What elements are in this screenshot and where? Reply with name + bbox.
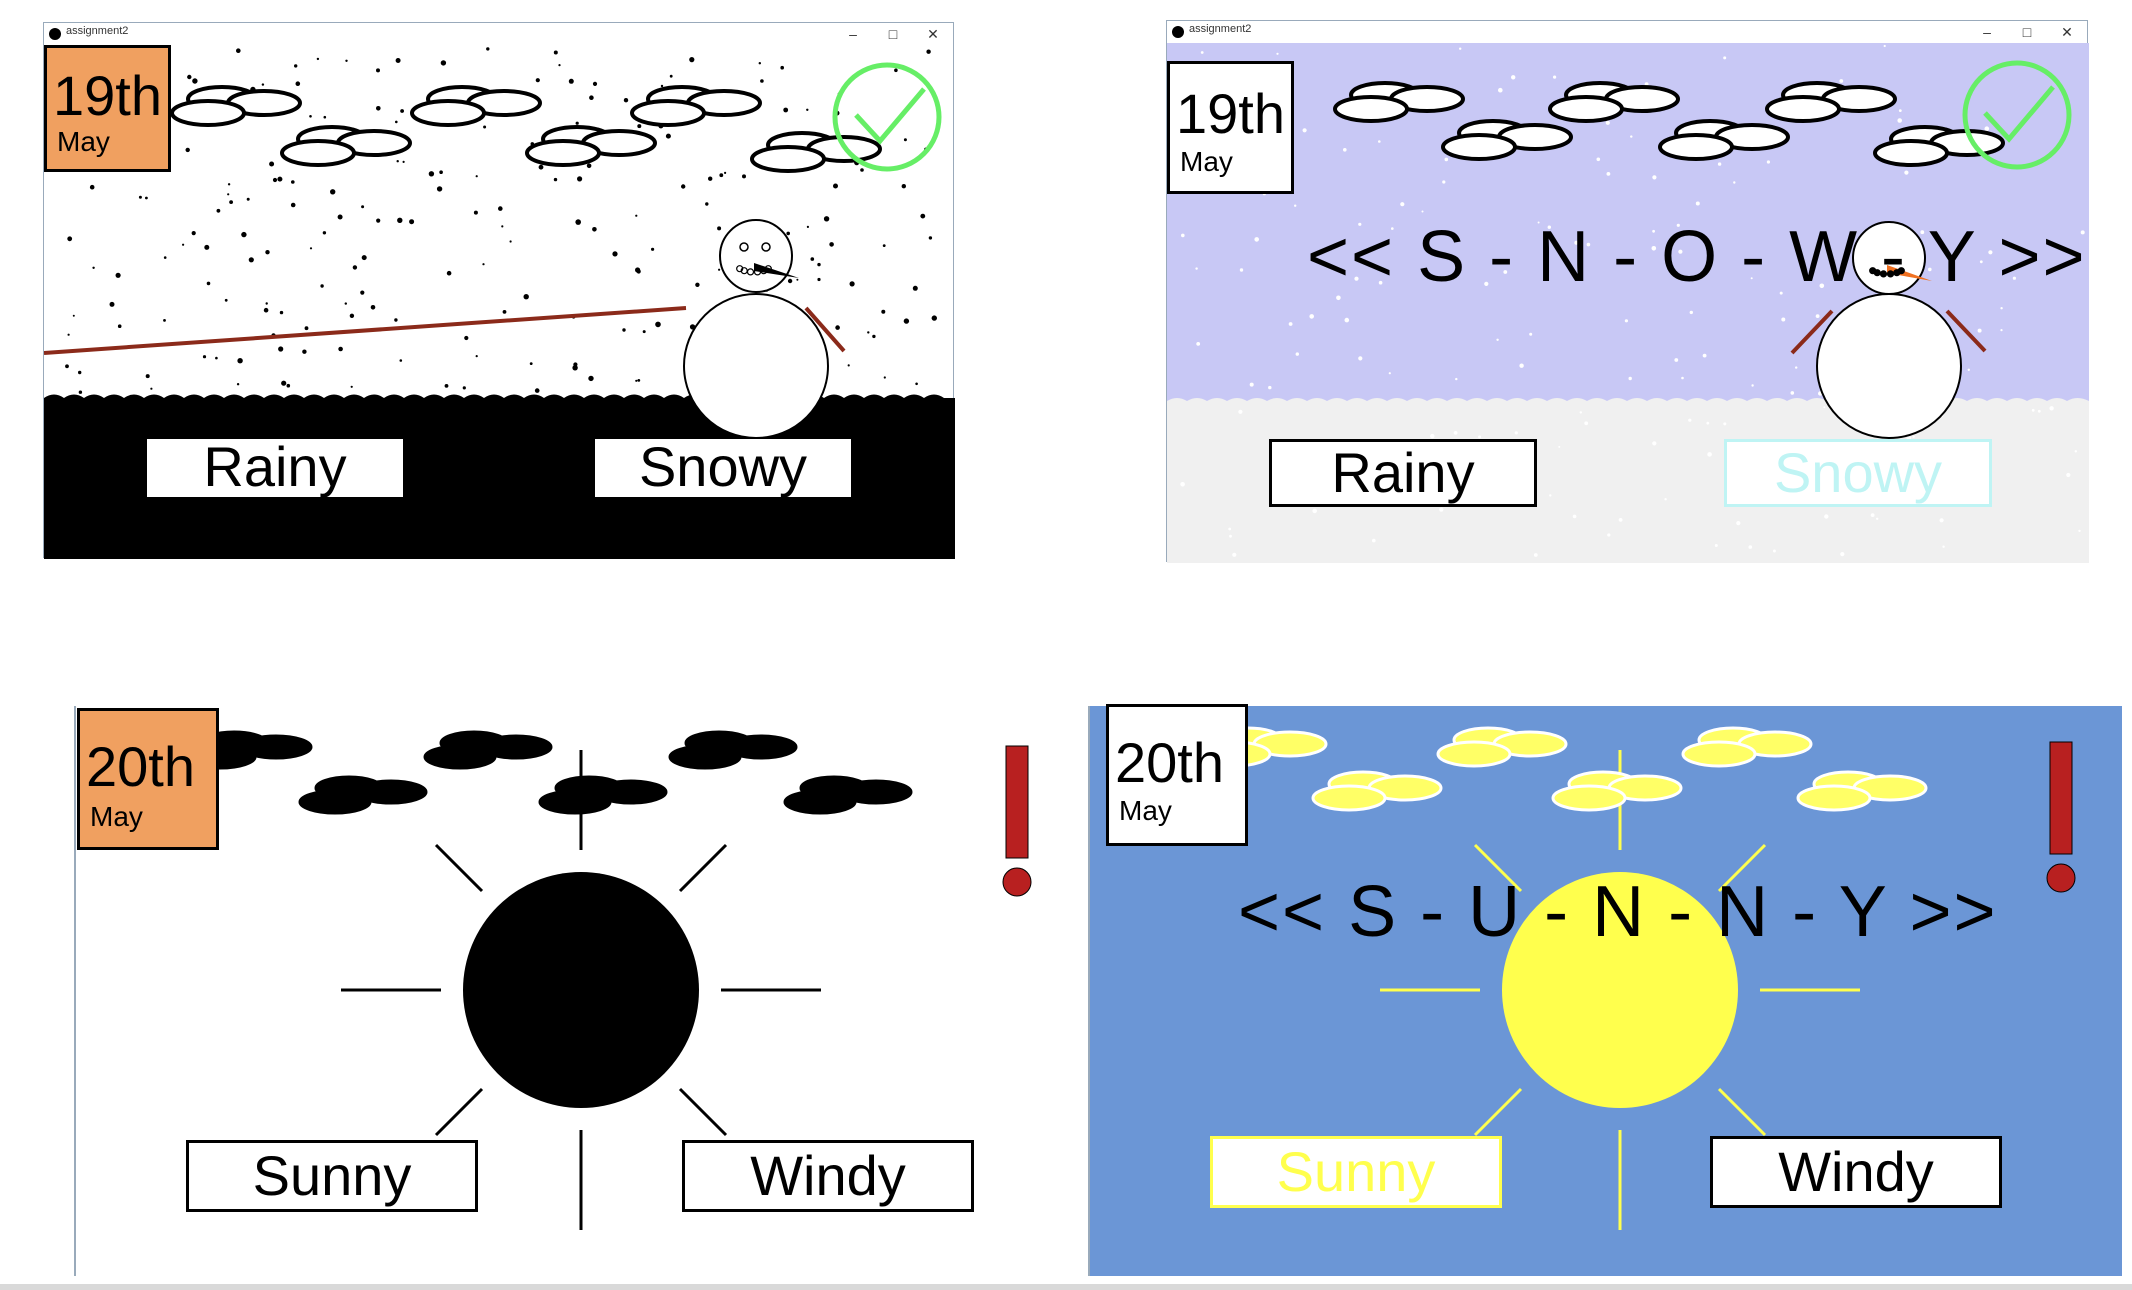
clouds: [183, 730, 913, 815]
weather-window-sunny-colour: 20th May << S - U - N - N - Y >> Sunny W…: [1088, 704, 2122, 1276]
snowman-body: [683, 293, 829, 439]
exclamation-icon: [2046, 741, 2076, 893]
answer-banner: << S - N - O - W - Y >>: [1307, 217, 2087, 297]
cloud: [783, 775, 913, 815]
snowy-scene-contrast: [44, 47, 955, 559]
date-box: 19th May: [44, 45, 171, 172]
snowman: [1790, 221, 1987, 439]
window-titlebar: assignment2 – □ ✕: [44, 23, 953, 45]
clouds: [1196, 726, 1928, 812]
sun: [463, 872, 699, 1108]
window-title: assignment2: [66, 25, 129, 37]
snowman-left-arm: [44, 306, 687, 355]
snowy-button[interactable]: Snowy: [594, 438, 852, 498]
date-month: May: [1119, 795, 1172, 826]
cloud: [1311, 770, 1443, 812]
sun-ray: [678, 1087, 728, 1137]
maximize-button[interactable]: □: [2022, 24, 2032, 40]
cloud: [1658, 119, 1790, 161]
window-title: assignment2: [1189, 23, 1252, 35]
snowman-eye: [761, 242, 771, 252]
date-month: May: [1180, 146, 1233, 177]
window-titlebar: assignment2 – □ ✕: [1167, 21, 2087, 43]
date-day: 19th: [53, 64, 162, 127]
cloud: [1765, 81, 1897, 123]
cloud: [1551, 770, 1683, 812]
cloud: [750, 131, 882, 173]
cloud: [1436, 726, 1568, 768]
sun-ray: [434, 1087, 484, 1137]
cloud: [1548, 81, 1680, 123]
sun-ray: [678, 843, 728, 893]
date-month: May: [90, 801, 143, 832]
maximize-button[interactable]: □: [888, 26, 898, 42]
sun-ray: [1473, 843, 1523, 893]
clouds: [170, 85, 882, 173]
cloud: [538, 775, 668, 815]
date-month: May: [57, 126, 110, 157]
cloud: [1441, 119, 1573, 161]
page-bottom-border: [0, 1284, 2132, 1290]
weather-window-sunny-contrast: 20th May Sunny Windy: [74, 706, 1044, 1276]
answer-banner: << S - U - N - N - Y >>: [1238, 872, 1998, 952]
sun-ray: [1473, 1087, 1523, 1137]
sun-ray: [434, 843, 484, 893]
close-button[interactable]: ✕: [2061, 24, 2073, 40]
sun-rays: [1380, 750, 1860, 1230]
sun: [1502, 872, 1738, 1108]
cloud: [298, 775, 428, 815]
weather-window-snowy-colour: assignment2 – □ ✕ 19th May << S - N - O …: [1166, 20, 2089, 563]
cloud: [1681, 726, 1813, 768]
clouds: [1333, 81, 2005, 167]
app-icon: [1172, 26, 1184, 38]
exclamation-icon: [1002, 745, 1032, 897]
snowman-head: [719, 219, 793, 293]
ground: [44, 394, 955, 559]
snowman-right-arm: [1945, 309, 1987, 353]
cloud: [1873, 125, 2005, 167]
sun-ray: [1717, 1087, 1767, 1137]
date-day: 20th: [86, 735, 195, 798]
checkmark-icon: [1962, 60, 2072, 170]
sunny-button[interactable]: Sunny: [1210, 1136, 1502, 1208]
cloud: [630, 85, 762, 127]
cloud: [170, 85, 302, 127]
sun-ray: [1717, 843, 1767, 893]
rainy-button[interactable]: Rainy: [1269, 439, 1537, 507]
snowy-button[interactable]: Snowy: [1724, 439, 1992, 507]
date-box: 20th May: [77, 708, 219, 850]
snowflakes: [1168, 44, 2085, 557]
date-day: 20th: [1115, 731, 1224, 794]
weather-window-snowy-contrast: assignment2 – □ ✕ 19th May Rainy Snowy: [43, 22, 955, 559]
date-box: 20th May: [1106, 704, 1248, 846]
cloud: [525, 125, 657, 167]
sunny-button[interactable]: Sunny: [186, 1140, 478, 1212]
rainy-button[interactable]: Rainy: [146, 438, 404, 498]
date-box: 19th May: [1167, 61, 1294, 194]
checkmark-icon: [832, 62, 942, 172]
cloud: [668, 730, 798, 770]
app-icon: [49, 28, 61, 40]
close-button[interactable]: ✕: [927, 26, 939, 42]
snowman-left-arm: [1790, 309, 1834, 355]
snowman: [44, 219, 846, 439]
minimize-button[interactable]: –: [1983, 24, 1991, 40]
snowman-right-arm: [804, 306, 846, 353]
cloud: [280, 125, 412, 167]
cloud: [1333, 81, 1465, 123]
snowman-mouth: [1869, 267, 1905, 278]
sunny-scene-contrast: [183, 730, 1032, 1230]
cloud: [423, 730, 553, 770]
windy-button[interactable]: Windy: [1710, 1136, 2002, 1208]
snowman-eye: [739, 242, 749, 252]
windy-button[interactable]: Windy: [682, 1140, 974, 1212]
date-day: 19th: [1176, 82, 1285, 145]
cloud: [410, 85, 542, 127]
cloud: [1796, 770, 1928, 812]
snowman-nose: [754, 263, 799, 278]
snowman-body: [1816, 293, 1962, 439]
snowman-mouth: [736, 265, 772, 276]
minimize-button[interactable]: –: [849, 26, 857, 42]
